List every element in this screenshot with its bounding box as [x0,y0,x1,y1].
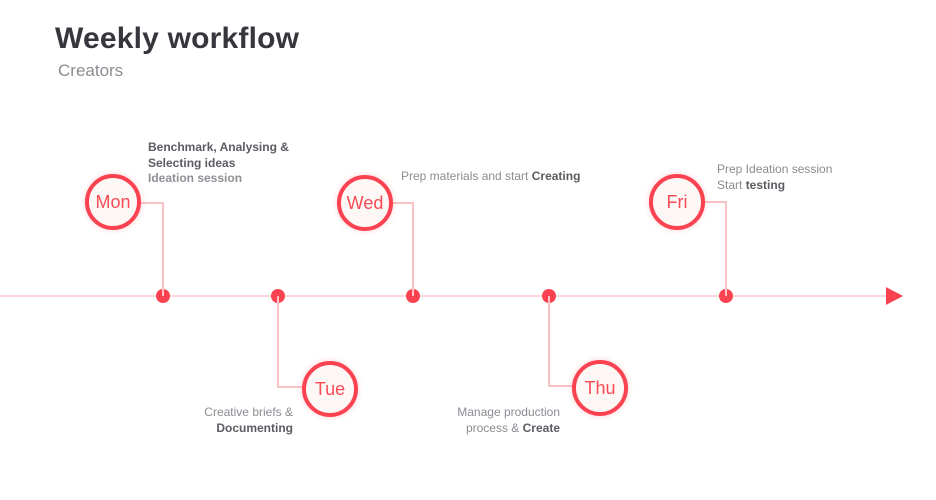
note-fri: Prep Ideation session Start testing [717,162,832,193]
note-tue-line1: Creative briefs & [204,405,293,419]
note-thu-line2-bold: Create [522,420,560,435]
page-subtitle: Creators [58,61,124,80]
note-fri-line1: Prep Ideation session [717,162,833,176]
note-thu-line1: Manage production [457,405,560,419]
day-circle-wed: Wed [337,175,393,231]
note-fri-line2-prefix: Start [717,177,746,192]
day-circle-mon: Mon [85,174,141,230]
connector-mon-horizontal [141,202,164,204]
note-mon: Benchmark, Analysing & Selecting ideas I… [148,140,289,187]
day-label-tue: Tue [314,378,346,399]
day-label-mon: Mon [95,191,131,212]
note-wed: Prep materials and start Creating [401,169,580,185]
connector-fri-horizontal [705,201,727,203]
connector-tue-horizontal [277,386,304,388]
arrow-right-icon [886,287,903,305]
connector-wed-vertical [412,202,414,296]
day-label-thu: Thu [584,377,616,398]
connector-tue-vertical [277,296,279,388]
connector-wed-horizontal [393,202,414,204]
note-tue-line2-bold: Documenting [216,420,293,435]
connector-thu-horizontal [548,385,574,387]
day-circle-fri: Fri [649,174,705,230]
note-mon-line3: Ideation session [148,171,243,185]
note-tue: Creative briefs & Documenting [150,405,293,436]
day-label-wed: Wed [346,192,384,213]
connector-thu-vertical [548,296,550,387]
connector-mon-vertical [162,202,164,296]
timeline-dot-wed [406,289,420,303]
connector-fri-vertical [725,201,727,296]
note-thu-line2-prefix: process & [465,420,523,435]
note-thu: Manage production process & Create [420,405,560,436]
day-label-fri: Fri [666,191,688,212]
note-mon-line2: Selecting ideas [148,155,236,170]
note-fri-line2-bold: testing [745,177,786,192]
page-title: Weekly workflow [55,22,300,55]
note-wed-prefix: Prep materials and start [401,169,532,183]
timeline-axis [0,295,888,297]
day-circle-tue: Tue [302,361,358,417]
note-wed-bold: Creating [531,169,581,183]
day-circle-thu: Thu [572,360,628,416]
timeline-dot-fri [719,289,733,303]
note-mon-line1: Benchmark, Analysing & [148,140,289,154]
timeline-dot-mon [156,289,170,303]
